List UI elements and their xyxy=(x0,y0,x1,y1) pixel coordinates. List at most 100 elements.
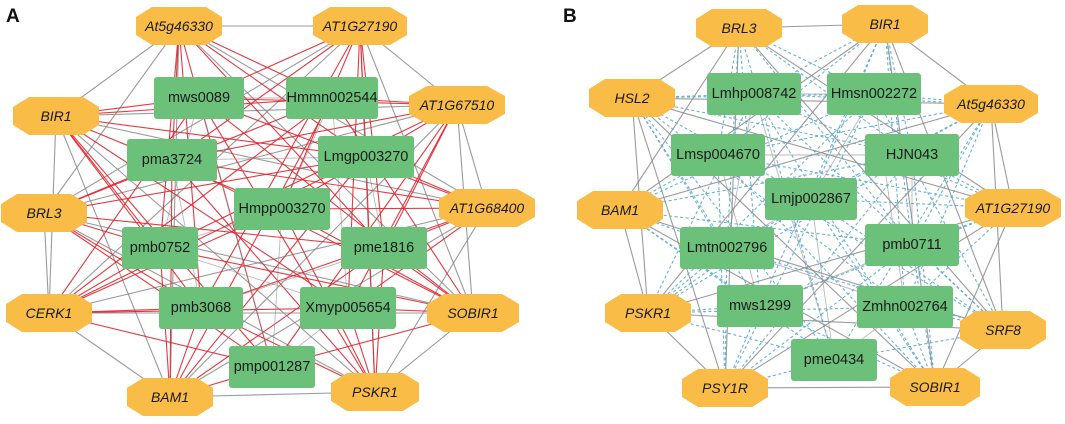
network-edge xyxy=(631,97,1014,209)
hub-label: BIR1 xyxy=(869,16,900,32)
metabolite-node: Hmpp003270 xyxy=(234,188,330,230)
hub-label: PSKR1 xyxy=(352,384,398,400)
hub-label: HSL2 xyxy=(614,90,649,106)
hub-octagon: SOBIR1 xyxy=(890,368,980,406)
network-edge xyxy=(43,212,273,368)
hub-label: SOBIR1 xyxy=(447,305,498,321)
hub-octagon: BRL3 xyxy=(1,194,87,232)
hub-octagon: BAM1 xyxy=(577,191,663,229)
metabolite-node: pmp001287 xyxy=(229,346,315,388)
node-label: Lmjp002867 xyxy=(771,191,851,207)
metabolite-node: pme1816 xyxy=(341,227,427,269)
node-label: Hmmn002544 xyxy=(286,90,377,106)
network-edge xyxy=(934,207,1014,388)
network-edge xyxy=(631,97,761,307)
network-edge xyxy=(198,97,474,314)
network-edge xyxy=(169,156,367,398)
network-edge xyxy=(55,115,161,249)
metabolite-node: pma3724 xyxy=(127,139,217,181)
node-label: Lmtn002796 xyxy=(687,240,768,256)
hub-octagon: CERK1 xyxy=(6,294,92,332)
network-edge xyxy=(171,159,474,314)
network-edge xyxy=(738,27,913,246)
panel-b-letter: B xyxy=(563,6,577,27)
network-edge xyxy=(171,25,361,161)
network-edge xyxy=(873,93,906,308)
metabolite-node: HJN043 xyxy=(865,134,959,176)
network-edge xyxy=(884,23,1004,331)
network-edge xyxy=(647,93,755,314)
network-edge xyxy=(48,97,333,314)
network-edge xyxy=(738,27,1014,209)
hub-octagon: AT1G27190 xyxy=(965,189,1061,227)
panel-a: A At5g46330 AT1G27190 BIR1 AT1G67510 BRL… xyxy=(1,6,535,416)
network-edge xyxy=(753,93,936,388)
network-edge xyxy=(159,25,180,249)
node-label: mws1299 xyxy=(729,298,791,314)
hub-octagon: SOBIR1 xyxy=(427,294,519,332)
metabolite-node: Hmsn002272 xyxy=(827,73,921,115)
node-label: Lmsp004670 xyxy=(676,147,760,163)
hub-label: AT1G27190 xyxy=(322,18,398,34)
network-edge xyxy=(159,104,458,249)
network-edge xyxy=(717,154,726,389)
hub-octagon: AT1G67510 xyxy=(409,86,505,124)
node-label: pma3724 xyxy=(142,152,202,168)
network-edge xyxy=(717,154,936,388)
network-edge xyxy=(717,154,1014,209)
network-edge xyxy=(726,103,992,249)
metabolite-node: Xmyp005654 xyxy=(300,287,396,329)
network-edge xyxy=(55,115,376,393)
metabolite-node: pmb3068 xyxy=(159,287,243,329)
metabolite-node: pmb0711 xyxy=(865,224,959,266)
metabolite-node: Lmjp002867 xyxy=(765,178,857,220)
network-edge xyxy=(171,159,488,209)
hub-octagon: At5g46330 xyxy=(944,85,1038,123)
hub-label: BAM1 xyxy=(151,389,189,405)
network-edge xyxy=(171,159,376,393)
network-edge xyxy=(724,154,913,389)
network-edge xyxy=(631,97,992,105)
hub-octagon: PSKR1 xyxy=(331,373,419,411)
network-edge xyxy=(619,27,740,211)
hub-label: AT1G27190 xyxy=(975,200,1051,216)
network-edge xyxy=(911,244,1004,331)
node-label: pme1816 xyxy=(354,240,414,256)
panel-b: B BRL3 BIR1 HSL2 At5g46330 BAM1 AT1G2719… xyxy=(563,5,1061,407)
hub-label: At5g46330 xyxy=(144,18,213,34)
network-edge xyxy=(43,25,180,214)
network-edge xyxy=(717,23,886,156)
metabolite-node: Hmmn002544 xyxy=(286,77,378,119)
node-label: Xmyp005654 xyxy=(305,300,390,316)
network-edge xyxy=(55,115,171,398)
hub-octagon: HSL2 xyxy=(589,79,675,117)
network-edge xyxy=(724,247,728,389)
network-edge xyxy=(374,207,488,393)
hub-octagon: SRF8 xyxy=(960,311,1046,349)
node-label: HJN043 xyxy=(886,147,938,163)
hub-octagon: At5g46330 xyxy=(136,7,222,45)
hub-octagon: AT1G68400 xyxy=(439,189,535,227)
metabolite-node: Lmtn002796 xyxy=(680,227,774,269)
network-edge xyxy=(738,27,913,156)
network-edge xyxy=(48,207,488,314)
hub-octagon: BIR1 xyxy=(13,97,99,135)
metabolite-node: mws0089 xyxy=(154,77,244,119)
network-edge xyxy=(365,156,376,393)
network-edge xyxy=(169,247,385,398)
network-edge xyxy=(43,25,361,214)
network-edge xyxy=(331,97,474,314)
network-edge xyxy=(619,103,992,211)
network-edge xyxy=(48,97,200,314)
hub-label: PSKR1 xyxy=(625,305,671,321)
network-edge xyxy=(911,154,936,388)
network-edge xyxy=(717,154,1004,331)
network-edge xyxy=(55,115,202,309)
network-edge xyxy=(759,23,886,307)
hub-octagon: AT1G27190 xyxy=(313,7,407,45)
network-edge xyxy=(383,104,458,249)
network-edge xyxy=(198,97,376,393)
network-edge xyxy=(359,25,474,314)
